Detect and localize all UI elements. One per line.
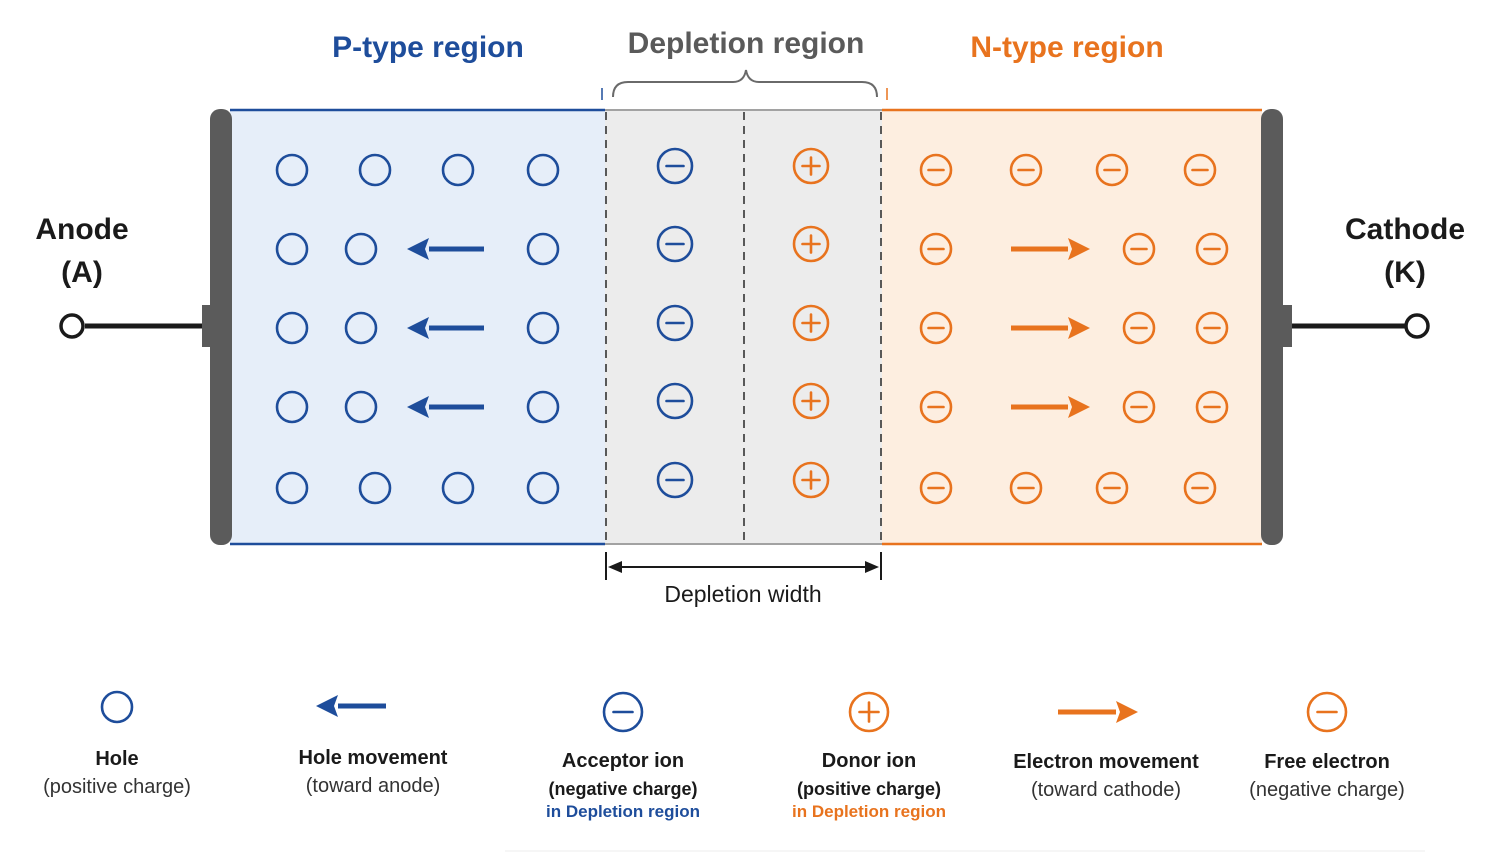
free-electron-icon — [919, 390, 953, 424]
free-electron-icon — [1009, 153, 1043, 187]
anode-label: Anode — [35, 213, 128, 246]
cathode-contact-tab — [1282, 305, 1292, 347]
free-electron-icon — [1183, 153, 1217, 187]
hole-icon — [344, 390, 378, 424]
hole-movement-arrows — [407, 238, 484, 418]
cathode-symbol: (K) — [1384, 256, 1426, 289]
hole-icon — [526, 311, 560, 345]
free-electron-icon — [1195, 232, 1229, 266]
hole-icon — [344, 232, 378, 266]
legend-item-hole-movement: Hole movement (toward anode) — [299, 695, 448, 797]
minus-circle-icon — [602, 691, 644, 733]
depletion-brace — [612, 69, 878, 98]
depletion-region-title: Depletion region — [628, 27, 865, 60]
hole-circle-icon — [100, 690, 134, 724]
anode-contact — [210, 109, 232, 545]
arrow-left-icon — [316, 695, 386, 717]
depletion-width-label: Depletion width — [664, 581, 821, 607]
acceptor-ion-icon — [656, 461, 694, 499]
arrow-left-icon — [407, 396, 484, 418]
legend-title: Free electron — [1264, 751, 1390, 773]
arrow-left-icon — [407, 238, 484, 260]
legend-title: Hole movement — [299, 747, 448, 769]
minus-circle-icon — [1306, 691, 1348, 733]
legend-item-hole: Hole (positive charge) — [43, 690, 191, 798]
legend-subtitle: (negative charge) — [548, 779, 697, 799]
cathode-terminal[interactable] — [1404, 313, 1430, 339]
acceptor-ions — [656, 147, 694, 499]
free-electron-icon — [1122, 232, 1156, 266]
hole-icon — [526, 471, 560, 505]
free-electron-icon — [1009, 471, 1043, 505]
legend-subtitle: (toward anode) — [306, 775, 441, 797]
hole-icon — [358, 153, 392, 187]
hole-icon — [275, 232, 309, 266]
arrow-right-icon — [1011, 396, 1090, 418]
arrow-right-icon — [1058, 701, 1138, 723]
hole-icon — [441, 153, 475, 187]
free-electron-icon — [1095, 153, 1129, 187]
free-electron-icon — [1195, 390, 1229, 424]
hole-icon — [526, 390, 560, 424]
legend-note: in Depletion region — [546, 802, 700, 821]
n-region-title: N-type region — [970, 31, 1163, 64]
donor-ion-icon — [792, 225, 830, 263]
acceptor-ion-icon — [656, 382, 694, 420]
donor-ion-icon — [792, 147, 830, 185]
cathode-contact — [1261, 109, 1283, 545]
free-electron-icon — [1095, 471, 1129, 505]
legend-subtitle: (positive charge) — [797, 779, 941, 799]
donor-ion-icon — [792, 461, 830, 499]
hole-icon — [275, 153, 309, 187]
hole-icon — [275, 311, 309, 345]
legend-title: Donor ion — [822, 750, 916, 772]
free-electron-icon — [919, 153, 953, 187]
legend-item-donor-ion: Donor ion (positive charge) in Depletion r… — [792, 691, 946, 821]
donor-ions — [792, 147, 830, 499]
donor-ion-icon — [792, 382, 830, 420]
p-region-holes — [275, 153, 560, 505]
legend-subtitle: (negative charge) — [1249, 779, 1405, 801]
n-region-electrons — [919, 153, 1229, 505]
legend-item-free-electron: Free electron (negative charge) — [1249, 691, 1405, 801]
free-electron-icon — [1183, 471, 1217, 505]
free-electron-icon — [919, 232, 953, 266]
hole-icon — [344, 311, 378, 345]
arrow-left-icon — [407, 317, 484, 339]
legend-subtitle: (positive charge) — [43, 776, 191, 798]
anode-contact-tab — [202, 305, 212, 347]
hole-icon — [275, 390, 309, 424]
legend: Hole (positive charge) Hole movement (towar… — [43, 690, 1405, 821]
legend-note: in Depletion region — [792, 802, 946, 821]
electron-movement-arrows — [1011, 238, 1090, 418]
acceptor-ion-icon — [656, 225, 694, 263]
acceptor-ion-icon — [656, 304, 694, 342]
acceptor-ion-icon — [656, 147, 694, 185]
anode-symbol: (A) — [61, 256, 103, 289]
hole-icon — [358, 471, 392, 505]
legend-item-acceptor-ion: Acceptor ion (negative charge) in Depletio… — [546, 691, 700, 821]
free-electron-icon — [1195, 311, 1229, 345]
free-electron-icon — [919, 471, 953, 505]
arrow-right-icon — [1011, 238, 1090, 260]
hole-icon — [526, 153, 560, 187]
p-region-title: P-type region — [332, 31, 524, 64]
legend-title: Hole — [95, 748, 138, 770]
hole-icon — [275, 471, 309, 505]
free-electron-icon — [919, 311, 953, 345]
hole-icon — [441, 471, 475, 505]
legend-item-electron-movement: Electron movement (toward cathode) — [1013, 701, 1199, 801]
hole-icon — [526, 232, 560, 266]
free-electron-icon — [1122, 390, 1156, 424]
arrow-right-icon — [1011, 317, 1090, 339]
legend-title: Electron movement — [1013, 751, 1199, 773]
free-electron-icon — [1122, 311, 1156, 345]
cathode-label: Cathode — [1345, 213, 1465, 246]
plus-circle-icon — [848, 691, 890, 733]
donor-ion-icon — [792, 304, 830, 342]
legend-subtitle: (toward cathode) — [1031, 779, 1181, 801]
legend-title: Acceptor ion — [562, 750, 684, 772]
anode-terminal[interactable] — [59, 313, 85, 339]
